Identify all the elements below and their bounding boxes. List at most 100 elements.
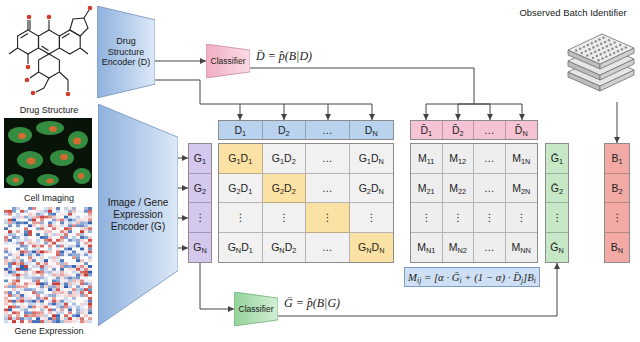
subscript: j: [521, 276, 523, 285]
heatmap-cell: [48, 282, 52, 285]
heatmap-cell: [24, 227, 28, 230]
heatmap-cell: [44, 236, 48, 239]
heatmap-cell: [80, 280, 84, 283]
heatmap-cell: [20, 259, 24, 262]
heatmap-cell: [48, 311, 52, 314]
heatmap-cell: [32, 291, 36, 294]
heatmap-cell: [36, 317, 40, 320]
heatmap-cell: [24, 314, 28, 317]
heatmap-cell: [40, 259, 44, 262]
heatmap-cell: [36, 233, 40, 236]
heatmap-cell: [16, 259, 20, 262]
image-caption: Gene Expression: [14, 326, 83, 337]
heatmap-cell: [72, 285, 76, 288]
heatmap-cell: [44, 320, 48, 323]
heatmap-cell: [84, 251, 88, 254]
heatmap-cell: [76, 256, 80, 259]
cell-label: G1DN: [359, 152, 384, 164]
heatmap-cell: [16, 294, 20, 297]
heatmap-cell: [84, 297, 88, 300]
heatmap-cell: [20, 242, 24, 245]
heatmap-cell: [24, 248, 28, 251]
heatmap-cell: [40, 294, 44, 297]
connector: [278, 263, 557, 316]
heatmap-cell: [56, 297, 60, 300]
heatmap-cell: [36, 219, 40, 222]
heatmap-cell: [52, 259, 56, 262]
heatmap-cell: [32, 253, 36, 256]
heatmap-cell: [52, 230, 56, 233]
heatmap-cell: [60, 285, 64, 288]
subscript: 11: [427, 157, 435, 166]
heatmap-cell: [28, 256, 32, 259]
heatmap-cell: [76, 300, 80, 303]
heatmap-cell: [28, 320, 32, 323]
heatmap-cell: [36, 274, 40, 277]
trapezoid-shape: [234, 292, 278, 326]
heatmap-cell: [20, 219, 24, 222]
molecule-drawing-part: [39, 30, 60, 54]
connector-line: [200, 263, 234, 309]
heatmap-cell: [52, 265, 56, 268]
similarity-matrix: G1D1G1D2…G1DNG2D1G2D2…G2DN⋮⋮⋮⋮GND1GND2…G…: [218, 143, 394, 263]
heatmap-cell: [48, 265, 52, 268]
subscript: 1: [367, 157, 371, 166]
trapezoid-shape: [206, 44, 250, 78]
heatmap-cell: [60, 219, 64, 222]
heatmap-cell: [60, 311, 64, 314]
cell-label: D̄1: [420, 124, 432, 136]
heatmap-cell: [16, 311, 20, 314]
oxygen-atoms-part: [25, 78, 30, 83]
connector-line: [458, 104, 474, 120]
heatmap-cell: [20, 213, 24, 216]
oxygen-atoms-part: [31, 91, 36, 96]
shape-label: Classifier: [234, 304, 278, 314]
heatmap-cell: [28, 317, 32, 320]
heatmap-cell: [20, 253, 24, 256]
heatmap-cell: [20, 311, 24, 314]
heatmap-cell: [88, 297, 92, 300]
heatmap-cell: [48, 213, 52, 216]
heatmap-cell: [64, 297, 68, 300]
subscript: 2: [292, 157, 296, 166]
heatmap-cell: [24, 317, 28, 320]
heatmap-cell: [28, 282, 32, 285]
heatmap-cell: [68, 314, 72, 317]
heatmap-cell: [68, 288, 72, 291]
well-plates-part: [568, 34, 634, 69]
heatmap-cell: [88, 300, 92, 303]
heatmap-cell: [32, 317, 36, 320]
heatmap-cell: [52, 268, 56, 271]
heatmap-cell: [52, 251, 56, 254]
heatmap-cell: [48, 320, 52, 323]
heatmap-cell: [40, 245, 44, 248]
heatmap-cell: [68, 216, 72, 219]
heatmap-cell: [24, 297, 28, 300]
heatmap-cell: [4, 245, 8, 248]
heatmap-cell: [28, 239, 32, 242]
heatmap-cell: [44, 314, 48, 317]
heatmap-cell: [4, 280, 8, 283]
heatmap-cell: [40, 300, 44, 303]
heatmap-cell: [64, 311, 68, 314]
heatmap-cell: [84, 230, 88, 233]
heatmap-cell: [80, 216, 84, 219]
heatmap-cell: [52, 219, 56, 222]
connector: [200, 263, 234, 309]
heatmap-cell: [20, 274, 24, 277]
heatmap-cell: [52, 245, 56, 248]
plate-well: [596, 55, 598, 57]
subscript: 1: [428, 129, 432, 138]
matrix-cell: D1: [219, 121, 263, 139]
heatmap-cell: [76, 259, 80, 262]
heatmap-cell: [28, 300, 32, 303]
heatmap-cell: [44, 259, 48, 262]
matrix-cell: G2DN: [350, 174, 394, 204]
heatmap-cell: [40, 262, 44, 265]
heatmap-cell: [68, 297, 72, 300]
molecule-drawing-part: [9, 48, 18, 54]
heatmap-cell: [8, 245, 12, 248]
subscript: N: [366, 246, 371, 255]
subscript: i: [460, 276, 462, 285]
heatmap-cell: [12, 224, 16, 227]
